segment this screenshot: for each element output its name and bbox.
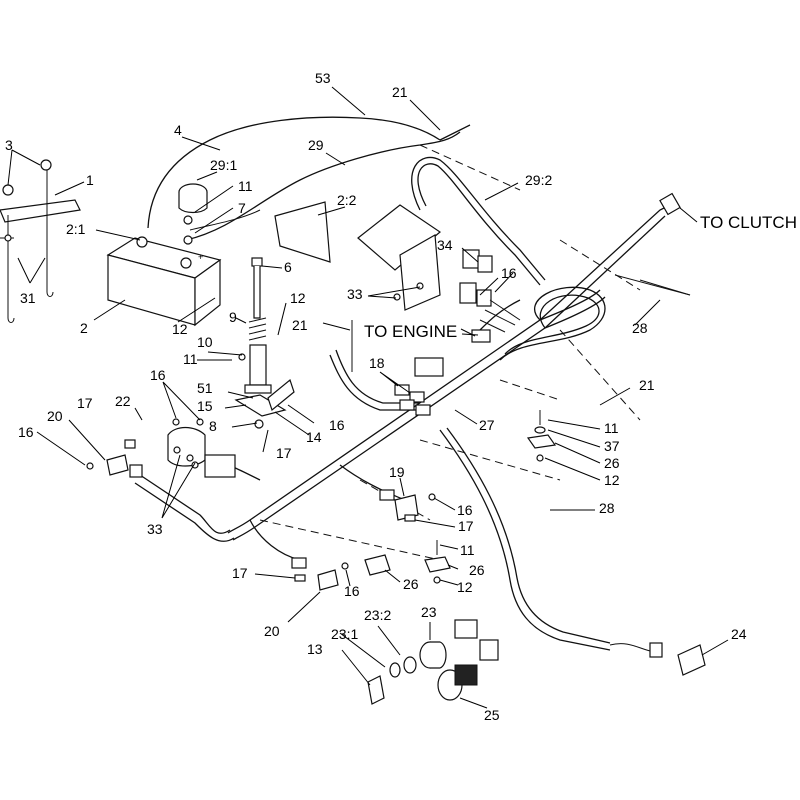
clamp-26	[364, 554, 391, 576]
callout-6: 6	[284, 259, 292, 275]
callout-14: 14	[306, 429, 322, 445]
wire-28-top	[614, 274, 691, 296]
relay-bracket	[357, 204, 521, 343]
callout-12-b: 12	[290, 290, 306, 306]
callout-33-b: 33	[147, 521, 163, 537]
key-switch	[367, 641, 447, 705]
callout-29-1: 29:1	[210, 157, 237, 173]
callout-26-c: 26	[403, 576, 419, 592]
callout-19: 19	[389, 464, 405, 480]
callout-22: 22	[115, 393, 131, 409]
svg-text:+: +	[198, 252, 203, 262]
callout-10: 10	[197, 334, 213, 350]
callout-numbers: 53 21 4 29 29:1 29:2 3 1 11 7 2:1 2:2 31…	[5, 70, 797, 723]
callout-11-a: 11	[238, 178, 253, 194]
callout-12-c: 12	[604, 472, 620, 488]
gauge-connectors	[454, 619, 499, 661]
callout-23-1: 23:1	[331, 626, 358, 642]
callout-51: 51	[197, 380, 213, 396]
callout-23-2: 23:2	[364, 607, 391, 623]
callout-20-a: 20	[47, 408, 63, 424]
callout-26-b: 26	[469, 562, 485, 578]
callout-18: 18	[369, 355, 385, 371]
callout-21-mid: 21	[292, 317, 308, 333]
seat-switch-assembly	[234, 257, 295, 429]
callout-11-c: 11	[604, 420, 619, 436]
callout-20-b: 20	[264, 623, 280, 639]
callout-21-top: 21	[392, 84, 408, 100]
callout-53: 53	[315, 70, 331, 86]
callout-17-d: 17	[232, 565, 248, 581]
cover-plate	[274, 201, 331, 263]
callout-21-right: 21	[639, 377, 655, 393]
callout-16-f: 16	[344, 583, 360, 599]
callout-11-d: 11	[460, 542, 475, 558]
callout-34: 34	[437, 237, 453, 253]
battery-hold-down	[0, 159, 81, 323]
hour-meter	[609, 642, 706, 676]
callout-11-b: 11	[183, 351, 198, 367]
callout-28-b: 28	[599, 500, 615, 516]
callout-9: 9	[229, 309, 237, 325]
callout-24: 24	[731, 626, 747, 642]
callout-25: 25	[484, 707, 500, 723]
battery: +	[106, 236, 222, 327]
callout-2-2: 2:2	[337, 192, 357, 208]
callout-16-b: 16	[150, 367, 166, 383]
callout-8: 8	[209, 418, 217, 434]
callout-4: 4	[174, 122, 182, 138]
clip-20-lower	[291, 557, 349, 591]
clutch-connector	[639, 192, 691, 296]
callout-37: 37	[604, 438, 620, 454]
clamp-hardware-mid	[424, 540, 451, 584]
callout-29-2: 29:2	[525, 172, 552, 188]
callout-23: 23	[421, 604, 437, 620]
callout-12-d: 12	[457, 579, 473, 595]
callout-17-b: 17	[276, 445, 292, 461]
to-clutch-label: TO CLUTCH	[700, 213, 797, 232]
callout-29: 29	[308, 137, 324, 153]
callout-33-a: 33	[347, 286, 363, 302]
clamp-hardware-right	[526, 410, 557, 462]
callout-15: 15	[197, 398, 213, 414]
callout-16-a: 16	[501, 265, 517, 281]
leader-lines	[7, 86, 729, 709]
callout-12-a: 12	[172, 321, 188, 337]
connectors-18	[394, 357, 444, 416]
callout-26-a: 26	[604, 455, 620, 471]
pto-switch	[437, 664, 478, 701]
callout-31: 31	[20, 290, 36, 306]
callout-27: 27	[479, 417, 495, 433]
callout-13: 13	[307, 641, 323, 657]
to-engine-label: TO ENGINE	[364, 322, 457, 341]
bracket-22	[167, 418, 236, 478]
clip-19	[379, 489, 436, 522]
callout-17-a: 17	[77, 395, 93, 411]
callout-2: 2	[80, 320, 88, 336]
main-harness	[134, 156, 671, 651]
callout-16-c: 16	[329, 417, 345, 433]
callout-16-d: 16	[457, 502, 473, 518]
callout-3: 3	[5, 137, 13, 153]
starter-solenoid	[178, 183, 208, 245]
callout-7: 7	[238, 200, 246, 216]
callout-2-1: 2:1	[66, 221, 86, 237]
clip-20-left	[86, 439, 143, 478]
callout-1: 1	[86, 172, 94, 188]
callout-28-a: 28	[632, 320, 648, 336]
battery-cables	[147, 116, 471, 241]
callout-17-c: 17	[458, 518, 474, 534]
callout-16-left: 16	[18, 424, 34, 440]
